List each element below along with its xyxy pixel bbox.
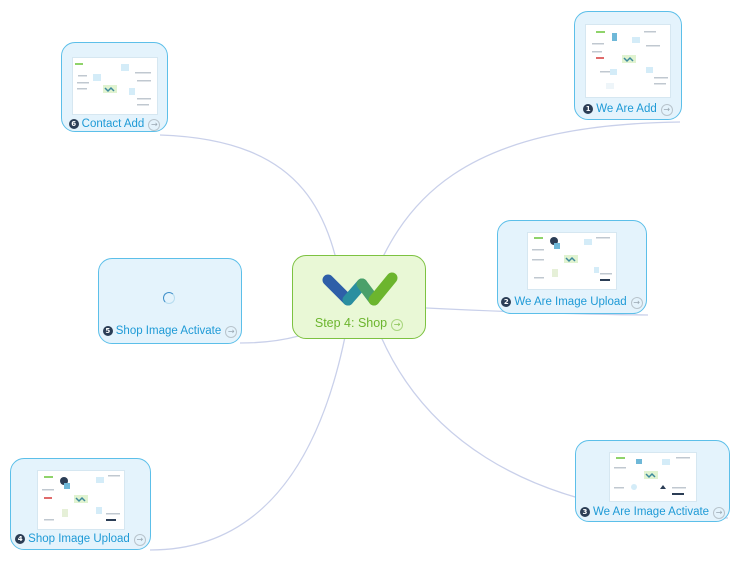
topic-label-text: We Are Image Activate — [592, 506, 710, 518]
arrow-right-circle-icon[interactable]: → — [660, 104, 673, 116]
central-topic-step-4-shop[interactable]: Step 4: Shop→ — [292, 255, 426, 339]
topic-number-badge: 4 — [15, 534, 26, 544]
preview-thumbnail — [71, 57, 158, 115]
preview-thumbnail — [585, 24, 671, 98]
topic-label-text: Shop Image Activate — [115, 325, 222, 337]
mindmap-thumbnail-icon — [41, 475, 120, 521]
arrow-right-circle-icon[interactable]: → — [225, 326, 238, 338]
topic-label-text: We Are Image Upload — [514, 296, 627, 308]
central-topic-text: Step 4: Shop — [314, 316, 388, 330]
topic-label-text: Contact Add — [81, 118, 145, 130]
logo-icon — [322, 272, 398, 306]
arrow-right-circle-icon[interactable]: → — [391, 319, 404, 331]
mindmap-thumbnail-icon — [74, 63, 151, 106]
connector-shop-image-upload — [149, 309, 351, 551]
mindmap-thumbnail-icon — [532, 237, 612, 281]
arrow-right-circle-icon[interactable]: → — [148, 119, 161, 131]
topic-number-badge: 3 — [579, 507, 590, 517]
preview-thumbnail — [36, 470, 125, 530]
topic-label-text: Shop Image Upload — [28, 533, 130, 545]
arrow-right-circle-icon[interactable]: → — [713, 507, 726, 519]
loading-spinner-icon — [163, 292, 175, 304]
arrow-right-circle-icon[interactable]: → — [133, 534, 146, 546]
mindmap-thumbnail-icon — [592, 31, 668, 89]
topic-number-badge: 5 — [102, 326, 113, 336]
arrow-right-circle-icon[interactable]: → — [630, 297, 643, 309]
central-topic-label: Step 4: Shop→ — [293, 316, 425, 331]
preview-thumbnail — [608, 452, 697, 502]
topic-label-text: We Are Add — [596, 103, 657, 115]
topic-number-badge: 6 — [68, 119, 79, 129]
preview-thumbnail — [527, 232, 617, 290]
topic-number-badge: 1 — [583, 104, 594, 114]
topic-number-badge: 2 — [501, 297, 512, 307]
mindmap-thumbnail-icon — [613, 457, 690, 495]
